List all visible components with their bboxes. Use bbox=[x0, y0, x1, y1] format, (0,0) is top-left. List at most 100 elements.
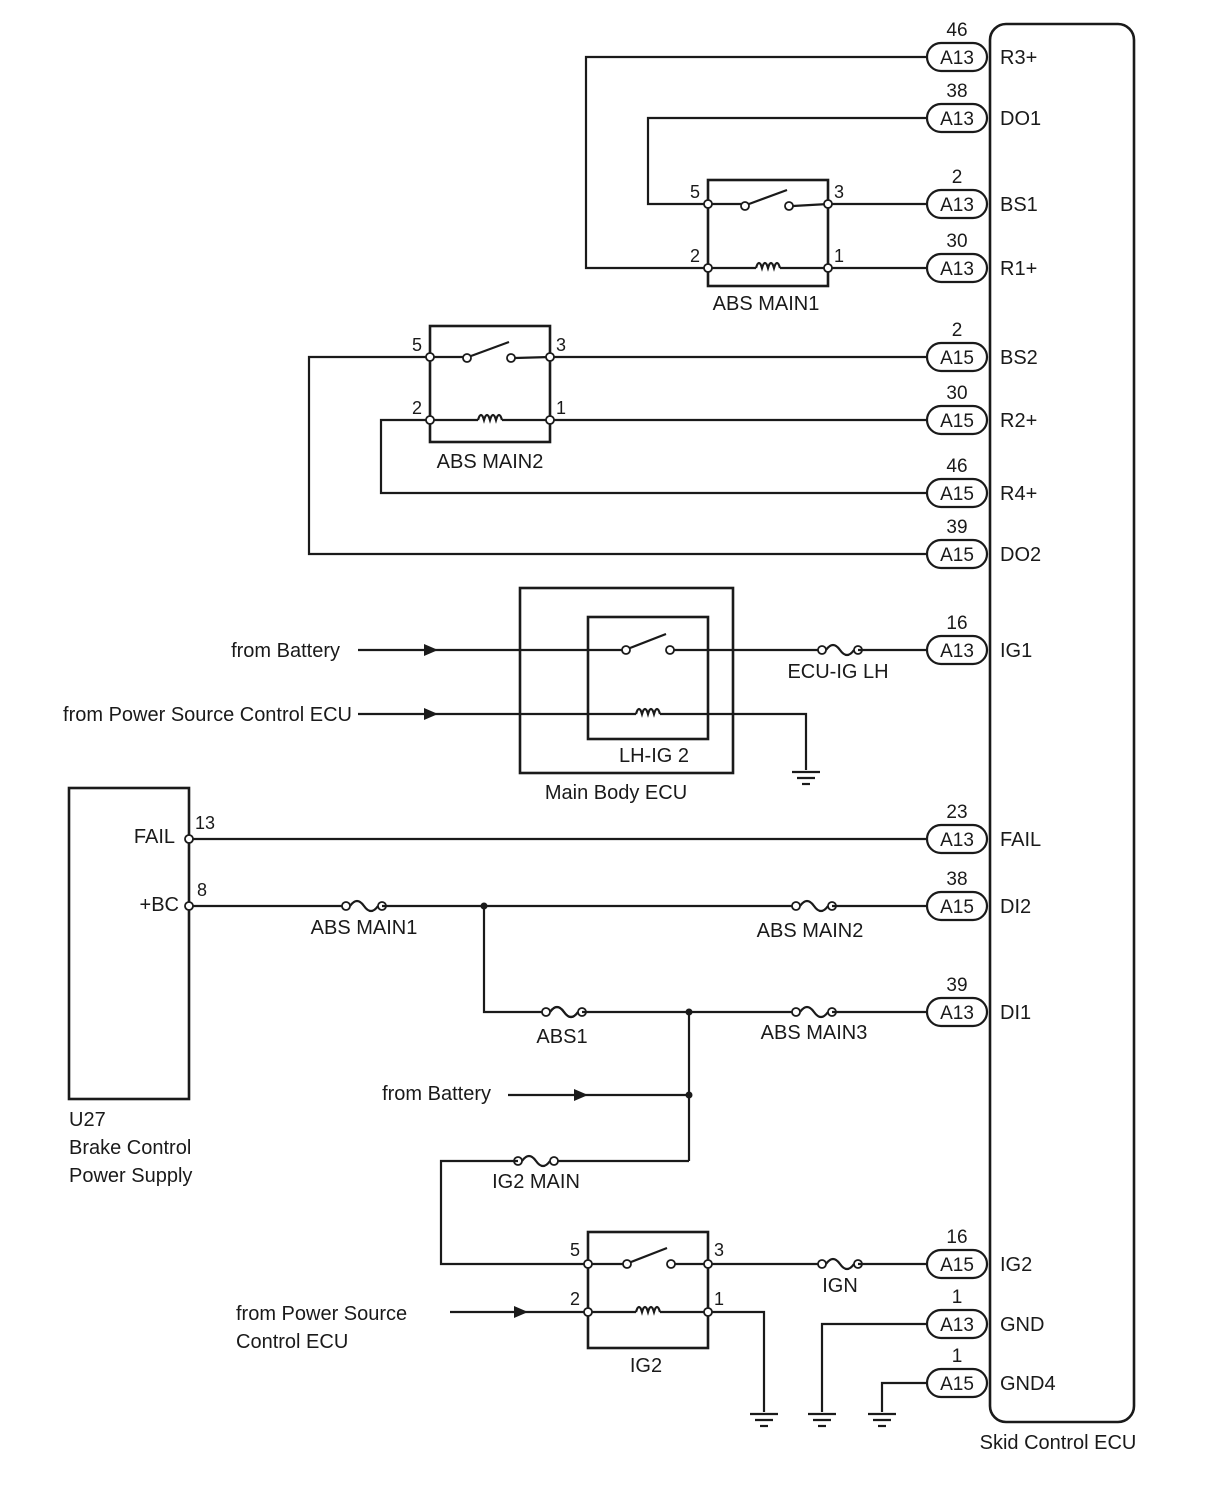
source-battery-2: from Battery bbox=[382, 1083, 491, 1105]
fuse-ign-label: IGN bbox=[822, 1275, 858, 1297]
abs-main1-term-2: 2 bbox=[690, 246, 700, 266]
ecu-pin-label: DO2 bbox=[1000, 544, 1041, 566]
ecu-pin-connector-code: A13 bbox=[940, 48, 974, 69]
ecu-pin-number: 46 bbox=[946, 20, 967, 41]
power-supply-bc-label: +BC bbox=[140, 894, 179, 916]
fuse-abs-main3-label: ABS MAIN3 bbox=[761, 1022, 868, 1044]
ecu-pin-number: 1 bbox=[952, 1346, 963, 1367]
ig2-ecu-wire: IGN bbox=[712, 1257, 927, 1297]
ig2-term-3: 3 bbox=[714, 1240, 724, 1260]
ig2-label: IG2 bbox=[630, 1355, 662, 1377]
ecu-pin-label: IG2 bbox=[1000, 1254, 1032, 1276]
abs-main2-term-5: 5 bbox=[412, 335, 422, 355]
ecu-pin-label: DI2 bbox=[1000, 896, 1031, 918]
relay-ig2: 5 3 2 1 IG2 bbox=[450, 1230, 780, 1428]
ecu-pin-number: 16 bbox=[946, 613, 967, 634]
ecu-pin-number: 30 bbox=[946, 383, 967, 404]
main-body-ecu: LH-IG 2 Main Body ECU ECU-IG LH bbox=[358, 586, 927, 804]
fuse-abs-main1-label: ABS MAIN1 bbox=[311, 917, 418, 939]
ecu-pin-number: 23 bbox=[946, 802, 967, 823]
ecu-pin-connector-code: A13 bbox=[940, 830, 974, 851]
ecu-pin-number: 39 bbox=[946, 975, 967, 996]
ecu-pin-label: BS2 bbox=[1000, 347, 1038, 369]
abs-main2-term-3: 3 bbox=[556, 335, 566, 355]
ecu-pin-number: 46 bbox=[946, 456, 967, 477]
ecu-pin-label: DO1 bbox=[1000, 108, 1041, 130]
ecu-pin-label: R1+ bbox=[1000, 258, 1037, 280]
ecu-pin-connector-code: A13 bbox=[940, 641, 974, 662]
relay-abs-main1: 5 3 2 1 ABS MAIN1 bbox=[584, 55, 927, 315]
abs-main1-term-3: 3 bbox=[834, 182, 844, 202]
ecu-pin-connector-code: A15 bbox=[940, 411, 974, 432]
fuse-ig2-main-label: IG2 MAIN bbox=[492, 1171, 580, 1193]
source-power-source-ecu-2-line2: Control ECU bbox=[236, 1331, 348, 1353]
ig2-term-1: 1 bbox=[714, 1289, 724, 1309]
ecu-pin-number: 1 bbox=[952, 1287, 963, 1308]
ecu-pin-number: 2 bbox=[952, 167, 963, 188]
ecu-pin-connector-code: A15 bbox=[940, 897, 974, 918]
ecu-ground-wires bbox=[806, 1322, 927, 1428]
power-supply-bc-pin: 8 bbox=[197, 880, 207, 900]
power-supply-name-line2: Power Supply bbox=[69, 1165, 192, 1187]
ecu-pin-number: 30 bbox=[946, 231, 967, 252]
ecu-pin-connector-code: A13 bbox=[940, 1003, 974, 1024]
source-power-source-ecu-2-line1: from Power Source bbox=[236, 1303, 407, 1325]
ig2-term-5: 5 bbox=[570, 1240, 580, 1260]
ecu-pin-label: R3+ bbox=[1000, 47, 1037, 69]
brake-control-power-supply: FAIL 13 +BC 8 U27 Brake Control Power Su… bbox=[67, 786, 215, 1187]
fuse-abs-main2-label: ABS MAIN2 bbox=[757, 920, 864, 942]
ecu-pin-connector-code: A15 bbox=[940, 484, 974, 505]
ecu-pin-label: R2+ bbox=[1000, 410, 1037, 432]
fuse-abs1-label: ABS1 bbox=[536, 1026, 587, 1048]
ecu-pin-connector-code: A13 bbox=[940, 1315, 974, 1336]
ecu-pin-label: DI1 bbox=[1000, 1002, 1031, 1024]
ecu-pin-number: 39 bbox=[946, 517, 967, 538]
ecu-pin-label: GND bbox=[1000, 1314, 1044, 1336]
ecu-pin-number: 2 bbox=[952, 320, 963, 341]
battery-2-feed bbox=[508, 1012, 693, 1161]
abs-main2-term-2: 2 bbox=[412, 398, 422, 418]
ecu-pin-connectors: A1346R3+A1338DO1A132BS1A1330R1+A152BS2A1… bbox=[925, 20, 1056, 1399]
power-supply-fail-label: FAIL bbox=[134, 826, 175, 848]
ecu-pin-connector-code: A13 bbox=[940, 259, 974, 280]
power-supply-code: U27 bbox=[69, 1109, 106, 1131]
ecu-pin-connector-code: A15 bbox=[940, 1255, 974, 1276]
abs-main1-term-1: 1 bbox=[834, 246, 844, 266]
power-supply-name-line1: Brake Control bbox=[69, 1137, 191, 1159]
ecu-pin-number: 16 bbox=[946, 1227, 967, 1248]
lh-ig2-label: LH-IG 2 bbox=[619, 745, 689, 767]
main-body-ecu-label: Main Body ECU bbox=[545, 782, 687, 804]
ig2-term-2: 2 bbox=[570, 1289, 580, 1309]
ecu-pin-label: R4+ bbox=[1000, 483, 1037, 505]
abs-main2-term-1: 1 bbox=[556, 398, 566, 418]
ig2-main-wire: IG2 MAIN bbox=[439, 1154, 689, 1266]
ecu-pin-number: 38 bbox=[946, 81, 967, 102]
power-supply-fail-pin: 13 bbox=[195, 813, 215, 833]
fuse-ecu-ig-lh-label: ECU-IG LH bbox=[787, 661, 888, 683]
ecu-pin-connector-code: A13 bbox=[940, 195, 974, 216]
ecu-pin-label: BS1 bbox=[1000, 194, 1038, 216]
skid-control-ecu-box bbox=[988, 22, 1136, 1424]
abs-main1-label: ABS MAIN1 bbox=[713, 293, 820, 315]
ecu-pin-label: GND4 bbox=[1000, 1373, 1056, 1395]
ecu-pin-connector-code: A13 bbox=[940, 109, 974, 130]
relay-abs-main2: 5 3 2 1 ABS MAIN2 bbox=[307, 324, 927, 556]
ecu-pin-connector-code: A15 bbox=[940, 348, 974, 369]
ecu-pin-number: 38 bbox=[946, 869, 967, 890]
source-power-source-ecu-1: from Power Source Control ECU bbox=[63, 704, 352, 726]
